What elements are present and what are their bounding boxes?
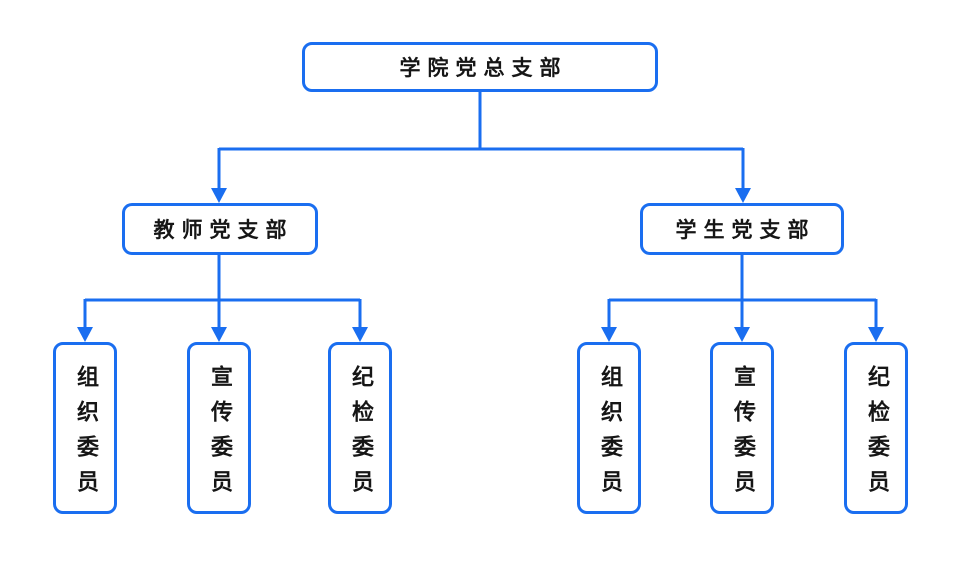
arrow-down-icon bbox=[734, 327, 750, 342]
node-leaf-label: 组织委员 bbox=[73, 364, 98, 505]
arrow-down-icon bbox=[211, 188, 227, 203]
arrow-down-icon bbox=[868, 327, 884, 342]
node-branch-teachers: 教师党支部 bbox=[122, 203, 318, 255]
node-teachers-discipline: 纪检委员 bbox=[328, 342, 392, 514]
connector-level2-left bbox=[77, 255, 368, 342]
arrow-down-icon bbox=[211, 327, 227, 342]
arrow-down-icon bbox=[352, 327, 368, 342]
node-root: 学院党总支部 bbox=[302, 42, 658, 92]
node-branch-students: 学生党支部 bbox=[640, 203, 844, 255]
node-leaf-label: 宣传委员 bbox=[730, 364, 755, 505]
node-students-organization: 组织委员 bbox=[577, 342, 641, 514]
arrow-down-icon bbox=[601, 327, 617, 342]
node-teachers-publicity: 宣传委员 bbox=[187, 342, 251, 514]
connector-level1 bbox=[211, 92, 751, 203]
node-root-label: 学院党总支部 bbox=[399, 56, 568, 80]
node-branch-label: 学生党支部 bbox=[675, 218, 816, 242]
connector-level2-right bbox=[601, 255, 884, 342]
node-students-publicity: 宣传委员 bbox=[710, 342, 774, 514]
node-students-discipline: 纪检委员 bbox=[844, 342, 908, 514]
node-leaf-label: 纪检委员 bbox=[864, 364, 889, 505]
node-leaf-label: 宣传委员 bbox=[207, 364, 232, 505]
node-branch-label: 教师党支部 bbox=[153, 218, 294, 242]
node-leaf-label: 纪检委员 bbox=[348, 364, 373, 505]
node-teachers-organization: 组织委员 bbox=[53, 342, 117, 514]
node-leaf-label: 组织委员 bbox=[597, 364, 622, 505]
arrow-down-icon bbox=[77, 327, 93, 342]
arrow-down-icon bbox=[735, 188, 751, 203]
